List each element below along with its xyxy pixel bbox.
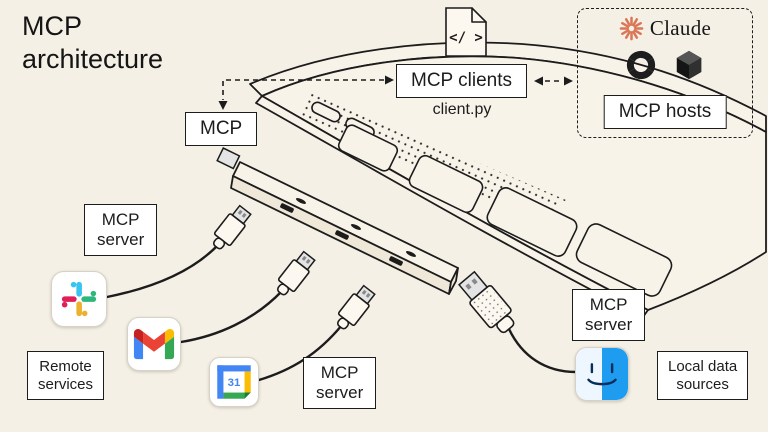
gmail-icon-glyph: [133, 328, 175, 359]
usb-connector-icon: [207, 202, 254, 254]
code-file-icon: </ >: [445, 7, 487, 57]
slack-icon: [51, 271, 107, 327]
openai-icon: [626, 50, 656, 80]
usb-connector-icon: [271, 248, 318, 300]
cube-icon: [676, 50, 702, 80]
claude-logo: Claude: [578, 16, 752, 41]
keyboard-keys: [311, 101, 673, 297]
local-data-sources-label: Local data sources: [657, 351, 749, 401]
usb-connector-icon: [331, 282, 378, 334]
arrow-clients-to-hosts: [534, 76, 573, 86]
mcp-hosts-label: MCP hosts: [603, 95, 727, 130]
calendar-day-number: 31: [228, 377, 241, 389]
finder-icon-glyph: [576, 348, 628, 400]
claude-wordmark: Claude: [649, 16, 712, 40]
slack-icon-glyph: [61, 281, 97, 317]
mcp-protocol-label: MCP: [185, 112, 258, 147]
mcp-server-label-slack: MCP server: [84, 204, 158, 257]
mcp-server-label-calendar: MCP server: [303, 357, 377, 410]
page-title: MCP architecture: [22, 11, 164, 75]
mcp-clients-label: MCP clients: [396, 64, 528, 99]
usb-hub-illustration: [216, 147, 459, 295]
mcp-server-label-local: MCP server: [572, 289, 646, 342]
claude-sunburst-icon: [619, 16, 644, 41]
gmail-icon: [127, 317, 181, 371]
finder-icon: [575, 347, 629, 401]
host-app-logos: [578, 49, 752, 81]
code-glyph: </ >: [449, 30, 483, 46]
google-calendar-icon: 31: [209, 357, 259, 407]
client-py-caption: client.py: [432, 101, 492, 118]
arrow-mcp-to-clients: [218, 75, 394, 110]
mcp-hosts-group: Claude MCP hosts: [577, 8, 753, 138]
google-calendar-glyph: 31: [217, 365, 251, 399]
usb-plug-icon: [458, 270, 578, 374]
remote-services-label: Remote services: [27, 351, 105, 401]
